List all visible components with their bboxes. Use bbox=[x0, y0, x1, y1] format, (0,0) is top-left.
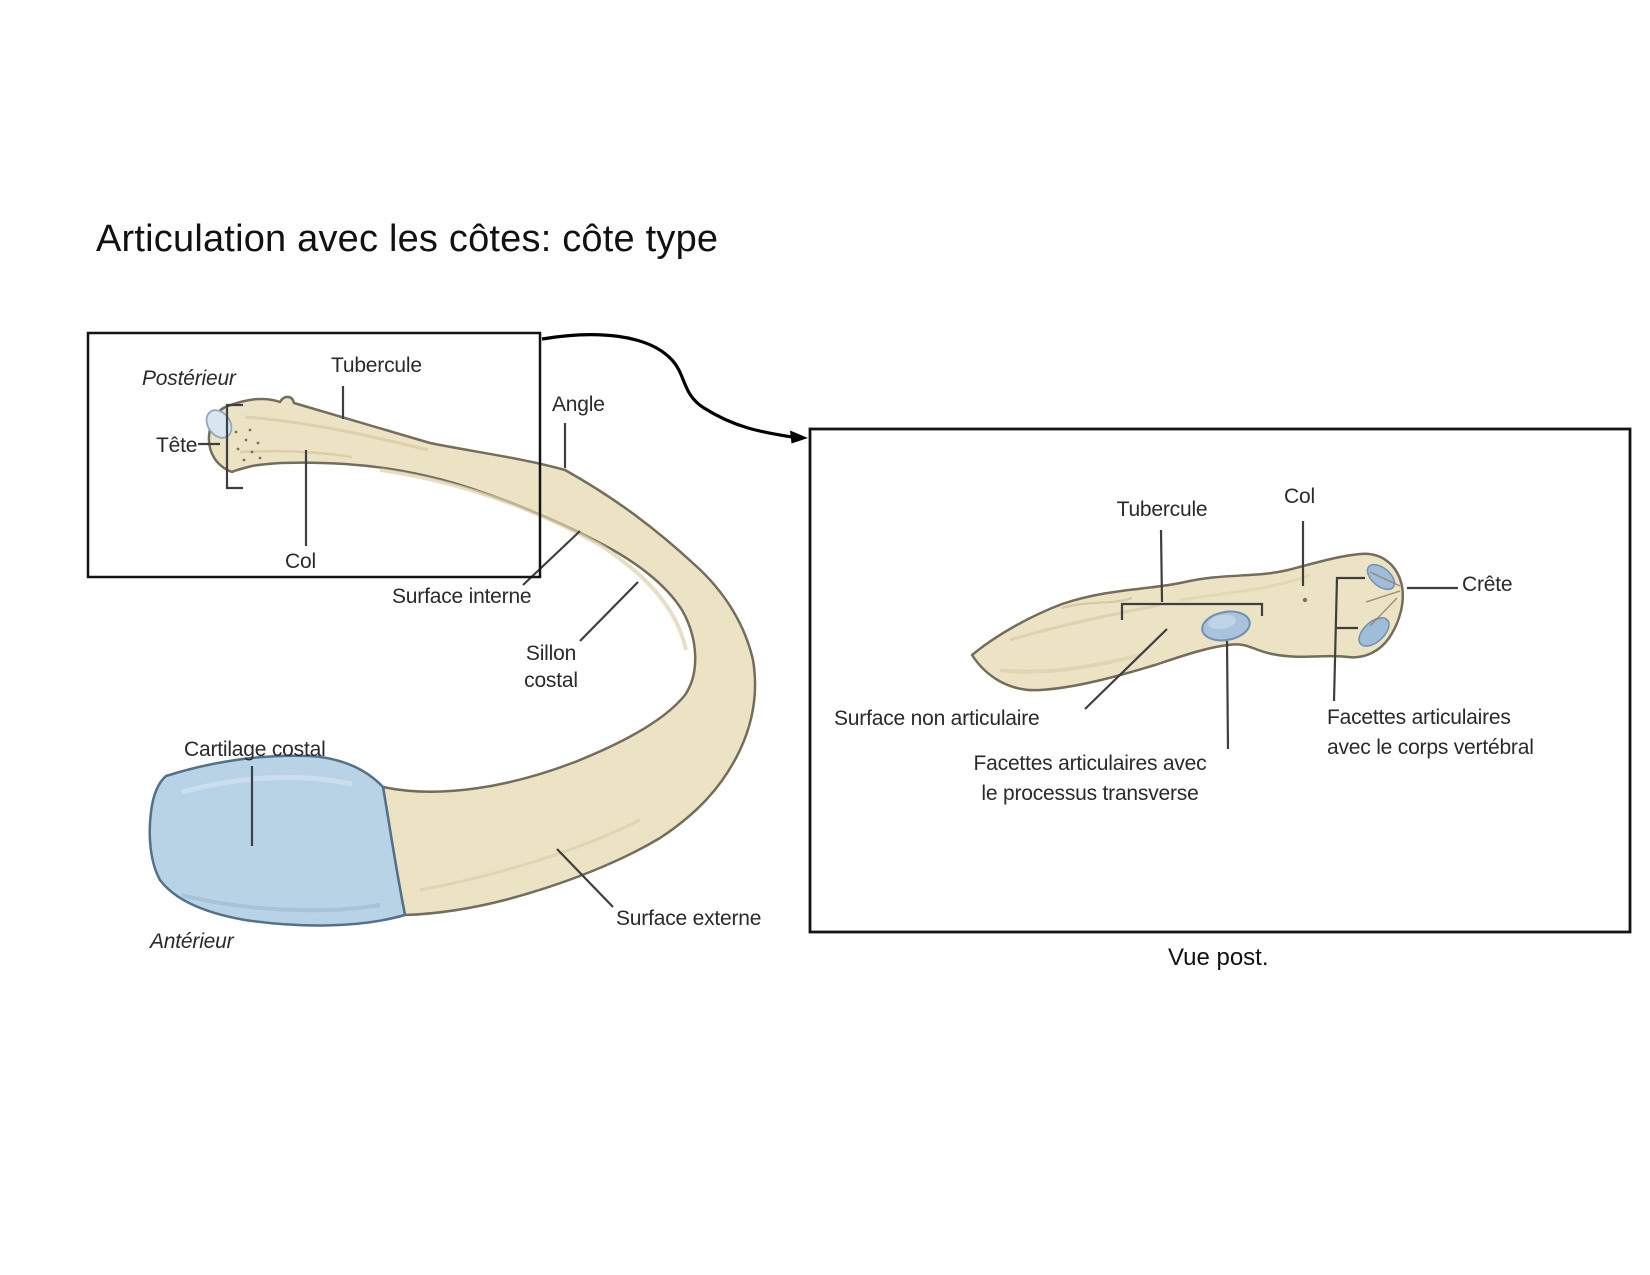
right-leader-lines bbox=[1084, 521, 1458, 750]
vertebral-body-facet-lower bbox=[1358, 617, 1390, 647]
tubercule-bracket bbox=[1120, 602, 1264, 620]
cartilage-highlight bbox=[181, 774, 353, 795]
posterior-bone-shape bbox=[970, 552, 1405, 692]
zoom-arrow-curve bbox=[541, 333, 793, 439]
surface-externe-leader bbox=[556, 848, 614, 908]
vertebral-facets-bracket bbox=[1332, 576, 1365, 702]
label-facettes-corps: Facettes articulaires avec le corps vert… bbox=[1327, 706, 1534, 759]
cartilage-shadow bbox=[181, 893, 381, 913]
posterior-bone-shading-4 bbox=[1061, 597, 1133, 609]
bone-pit-dot bbox=[1302, 597, 1308, 603]
left-inset-frame bbox=[86, 331, 542, 579]
label-tubercule-left: Tubercule bbox=[331, 354, 422, 377]
label-surface-non-articulaire: Surface non articulaire bbox=[834, 707, 1040, 730]
posterior-bone-shading-2 bbox=[1179, 573, 1311, 602]
rib-shading-shaft bbox=[379, 468, 688, 651]
label-tubercule-right: Tubercule bbox=[1116, 498, 1208, 521]
posterior-bone-shading-3 bbox=[999, 653, 1141, 674]
label-crete: Crête bbox=[1462, 573, 1513, 596]
label-col-right: Col bbox=[1284, 485, 1315, 508]
label-surface-externe: Surface externe bbox=[616, 907, 762, 930]
rib-shading-lower bbox=[419, 818, 641, 892]
tubercule-right-leader bbox=[1159, 529, 1164, 603]
rib-shading-top bbox=[244, 415, 429, 452]
label-facettes-processus: Facettes articulaires avec le processus … bbox=[973, 752, 1207, 805]
label-anterieur: Antérieur bbox=[150, 930, 234, 953]
zoom-arrow bbox=[541, 333, 808, 444]
transverse-process-facet-highlight bbox=[1208, 614, 1236, 630]
view-caption: Vue post. bbox=[1168, 944, 1269, 971]
label-angle: Angle bbox=[552, 393, 605, 416]
facettes-processus-leader bbox=[1225, 640, 1230, 750]
crest-ridge-lines bbox=[1365, 571, 1401, 627]
rib-illustration bbox=[148, 395, 757, 927]
label-sillon-costal: Sillon costal bbox=[524, 642, 578, 692]
label-cartilage-costal: Cartilage costal bbox=[184, 738, 326, 761]
costal-cartilage-shape bbox=[148, 754, 407, 927]
posterior-bone-shading-1 bbox=[1009, 603, 1161, 642]
label-col-left: Col bbox=[285, 550, 316, 573]
tete-bracket bbox=[225, 403, 243, 490]
page-title: Articulation avec les côtes: côte type bbox=[96, 218, 719, 260]
right-inset-frame bbox=[808, 427, 1632, 934]
sillon-costal-leader bbox=[579, 581, 639, 642]
label-tete: Tête bbox=[156, 434, 198, 457]
label-surface-interne: Surface interne bbox=[392, 585, 532, 608]
label-posterieur: Postérieur bbox=[142, 367, 236, 390]
surface-non-articulaire-leader bbox=[1084, 628, 1168, 710]
rib-head-stipple bbox=[234, 428, 262, 462]
zoom-arrow-head bbox=[790, 430, 808, 444]
rib-posterior-end-illustration bbox=[970, 552, 1405, 692]
